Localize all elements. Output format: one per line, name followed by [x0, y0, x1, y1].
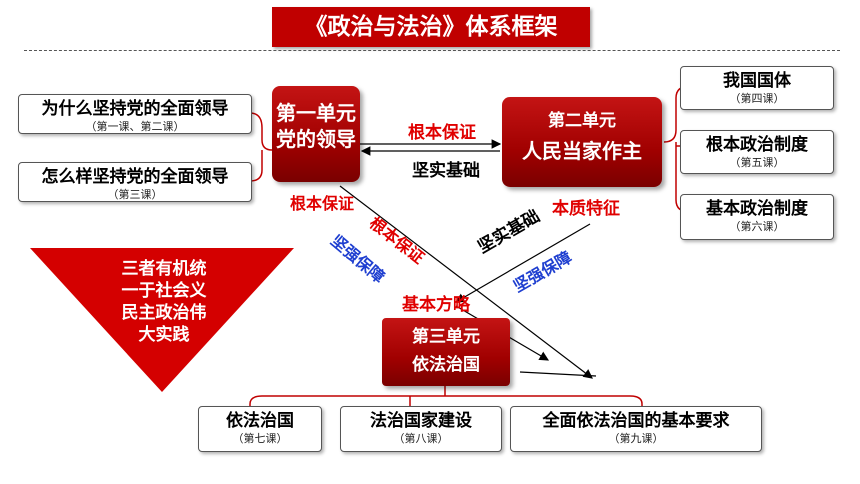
unit1-box[interactable]: 第一单元 党的领导 — [272, 86, 360, 182]
bottom-box-construction[interactable]: 法治国家建设 （第八课） — [340, 406, 502, 452]
unit1-line2: 党的领导 — [276, 127, 356, 151]
unit3-line2: 依法治国 — [412, 355, 480, 375]
label-u2-to-u1: 坚实基础 — [412, 161, 480, 181]
label-u1-to-u2: 根本保证 — [408, 123, 476, 143]
title-divider — [24, 50, 840, 51]
unit1-line1: 第一单元 — [276, 101, 356, 125]
triangle-text: 三者有机统 一于社会义 民主政治伟 大实践 — [74, 258, 254, 346]
bottom-box-requirements-title: 全面依法治国的基本要求 — [542, 411, 730, 431]
right-box-guoti-title: 我国国体 — [723, 71, 791, 91]
unit3-box[interactable]: 第三单元 依法治国 — [382, 318, 510, 386]
unit2-box[interactable]: 第二单元 人民当家作主 — [502, 97, 662, 187]
right-box-basic-title: 基本政治制度 — [706, 199, 808, 219]
label-u1-below: 根本保证 — [290, 194, 355, 213]
triangle-line-2: 一于社会义 — [121, 281, 207, 301]
arrow-u2-diag — [454, 223, 591, 303]
unit1-bracket — [249, 112, 273, 182]
left-box-why[interactable]: 为什么坚持党的全面领导 （第一课、第二课） — [18, 94, 252, 134]
right-box-guoti-lesson: （第四课） — [729, 92, 785, 105]
summary-triangle — [30, 248, 294, 392]
right-box-fundamental[interactable]: 根本政治制度 （第五课） — [680, 130, 834, 174]
bottom-box-rule-of-law-title: 依法治国 — [226, 411, 294, 431]
bottom-box-construction-title: 法治国家建设 — [370, 411, 472, 431]
bottom-box-requirements-lesson: （第九课） — [608, 432, 664, 445]
bottom-box-rule-of-law[interactable]: 依法治国 （第七课） — [198, 406, 322, 452]
left-box-why-lesson: （第一课、第二课） — [85, 120, 185, 133]
left-box-how[interactable]: 怎么样坚持党的全面领导 （第三课） — [18, 162, 252, 202]
label-u2-below: 本质特征 — [552, 199, 620, 219]
left-box-why-title: 为什么坚持党的全面领导 — [41, 99, 229, 119]
arrow-u3-right — [519, 371, 597, 377]
unit2-line2: 人民当家作主 — [522, 139, 642, 163]
right-box-fundamental-lesson: （第五课） — [729, 156, 785, 169]
left-box-how-lesson: （第三课） — [107, 188, 163, 201]
left-box-how-title: 怎么样坚持党的全面领导 — [41, 167, 229, 187]
right-box-basic-lesson: （第六课） — [729, 220, 785, 233]
right-box-guoti[interactable]: 我国国体 （第四课） — [680, 66, 834, 110]
arrow-u1-diag — [339, 185, 593, 379]
unit2-line1: 第二单元 — [548, 111, 616, 131]
triangle-line-1: 三者有机统 — [121, 259, 207, 279]
triangle-line-4: 大实践 — [138, 325, 190, 345]
unit3-line1: 第三单元 — [412, 327, 480, 347]
page-title: 《政治与法治》体系框架 — [272, 7, 590, 47]
right-box-basic[interactable]: 基本政治制度 （第六课） — [680, 194, 834, 240]
triangle-line-3: 民主政治伟 — [121, 303, 207, 323]
label-u3-above: 基本方略 — [402, 295, 470, 315]
bottom-box-rule-of-law-lesson: （第七课） — [232, 432, 288, 445]
bottom-box-requirements[interactable]: 全面依法治国的基本要求 （第九课） — [510, 406, 762, 452]
bottom-box-construction-lesson: （第八课） — [393, 432, 449, 445]
right-box-fundamental-title: 根本政治制度 — [706, 135, 808, 155]
